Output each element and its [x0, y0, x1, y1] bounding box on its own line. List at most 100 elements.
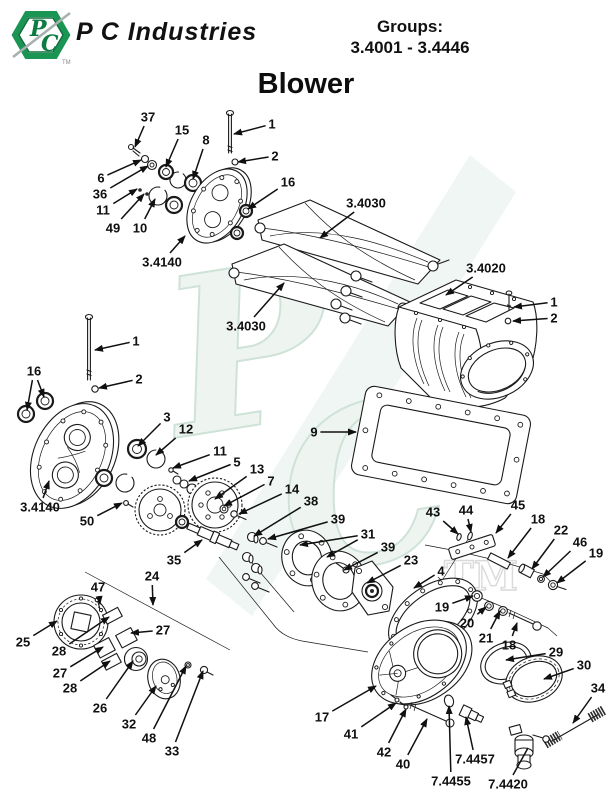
callout-label: 9 — [310, 425, 317, 440]
callout-label: 10 — [133, 221, 147, 236]
screw — [145, 192, 149, 196]
callout-label: 44 — [459, 503, 474, 518]
leader-line — [464, 716, 474, 751]
callout-label: 18 — [502, 638, 516, 653]
grouping-line — [84, 571, 231, 651]
leader-line — [253, 282, 285, 318]
callout-3.4140: 3.4140 — [20, 480, 60, 515]
callout-11: 11 — [96, 188, 138, 218]
logo-letter-c: C — [41, 31, 59, 57]
callout-24: 24 — [145, 569, 160, 606]
callout-3: 3 — [137, 410, 171, 447]
retaining-ring — [146, 449, 166, 469]
screw — [138, 188, 142, 192]
rear-end-plate — [186, 167, 252, 244]
rear-end-plate-group — [127, 109, 254, 244]
leader-line — [445, 276, 474, 296]
callout-label: 1 — [132, 334, 139, 349]
leader-line — [267, 521, 328, 541]
callout-18: 18 — [507, 512, 545, 559]
callout-3.4030: 3.4030 — [319, 196, 386, 239]
callout-label: 35 — [167, 553, 181, 568]
cotter-pin — [127, 143, 141, 157]
callout-9: 9 — [310, 425, 357, 440]
callout-39: 39 — [343, 540, 395, 571]
callout-28: 28 — [63, 660, 111, 696]
leader-line — [513, 302, 548, 310]
oil-seal — [229, 225, 245, 241]
leader-line — [510, 622, 518, 637]
stud — [399, 701, 409, 710]
leader-line — [233, 124, 266, 136]
leader-line — [32, 620, 58, 637]
groups-block: Groups: 3.4001 - 3.4446 — [330, 16, 490, 58]
leader-line — [79, 660, 111, 682]
callout-40: 40 — [396, 718, 428, 772]
leader-line — [505, 652, 546, 663]
washer — [146, 159, 158, 171]
leader-line — [366, 564, 402, 584]
leader-line — [107, 159, 142, 176]
pin — [467, 531, 473, 541]
callout-label: 2 — [271, 149, 278, 164]
drive-block — [115, 627, 138, 649]
leader-line — [572, 696, 593, 724]
callout-7: 7 — [223, 474, 275, 507]
callout-33: 33 — [165, 670, 204, 759]
leader-line — [542, 550, 572, 578]
callout-label: 31 — [361, 527, 375, 542]
pin — [456, 533, 462, 541]
snap-ring — [148, 186, 168, 206]
callout-12: 12 — [155, 422, 193, 456]
callout-label: 3.4030 — [346, 196, 386, 211]
callout-2: 2 — [98, 372, 143, 390]
leader-line — [490, 610, 501, 630]
rotors-group — [228, 199, 450, 327]
washer — [231, 158, 239, 166]
page-header: P C TM P C Industries Groups: 3.4001 - 3… — [0, 0, 612, 100]
callout-41: 41 — [344, 702, 397, 742]
leader-line — [95, 595, 103, 605]
bearing — [126, 438, 148, 460]
callout-label: 15 — [175, 123, 189, 138]
callout-label: 2 — [135, 372, 142, 387]
leader-line — [237, 156, 269, 165]
leader-line — [98, 379, 133, 390]
callout-label: 2 — [550, 311, 557, 326]
callout-label: 5 — [233, 455, 240, 470]
callout-label: 32 — [122, 717, 136, 732]
callout-31: 31 — [299, 527, 375, 558]
callout-37: 37 — [134, 110, 155, 148]
leader-line — [105, 660, 134, 700]
callout-label: 3.4020 — [466, 261, 506, 276]
bolt — [84, 313, 94, 381]
callout-label: 42 — [377, 745, 391, 760]
callout-label: 34 — [591, 681, 606, 696]
callout-label: 48 — [142, 731, 156, 746]
callout-label: 27 — [156, 623, 170, 638]
callout-48: 48 — [142, 665, 187, 746]
callout-1: 1 — [233, 117, 276, 136]
callout-label: 30 — [577, 658, 591, 673]
callout-label: 50 — [80, 514, 94, 529]
coupling-hub — [123, 646, 149, 672]
nut — [498, 606, 508, 616]
callout-19: 19 — [435, 595, 474, 615]
callout-46: 46 — [542, 535, 587, 578]
leader-line — [326, 539, 359, 558]
leader-line — [169, 235, 186, 254]
callout-label: 3 — [163, 410, 170, 425]
flanges-group — [281, 529, 367, 612]
leader-line — [214, 475, 248, 500]
callout-label: 39 — [331, 512, 345, 527]
washer — [504, 317, 512, 325]
leader-line — [188, 463, 231, 482]
callout-label: 28 — [52, 644, 66, 659]
clamp-band — [502, 655, 563, 703]
front-end-plate-group — [16, 313, 166, 509]
callout-label: 25 — [16, 635, 30, 650]
leader-line — [531, 538, 555, 570]
leader-line — [24, 379, 34, 411]
callout-label: 13 — [250, 462, 264, 477]
